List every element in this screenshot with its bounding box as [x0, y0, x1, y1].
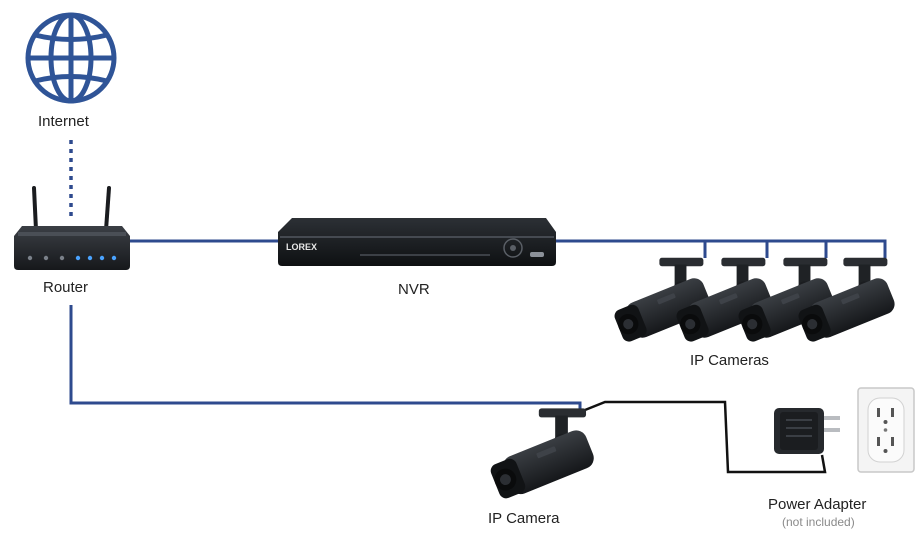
wall-outlet-icon: [857, 387, 915, 473]
connections: [69, 140, 887, 474]
power-adapter-note: (not included): [782, 515, 855, 529]
router-ipcamera-cable: [69, 305, 582, 412]
nvr-brand: LOREX: [286, 242, 317, 252]
bullet-camera-icon: [488, 408, 598, 502]
internet-label: Internet: [38, 113, 89, 130]
ip-cameras-group: [612, 257, 898, 345]
globe-icon: [25, 12, 117, 104]
power-cable: [584, 400, 827, 474]
power-adapter-label: Power Adapter: [768, 496, 867, 513]
router-icon: [14, 186, 130, 270]
power-adapter-icon: [774, 408, 840, 454]
router-label: Router: [43, 279, 89, 296]
nvr-cameras-cable: [556, 239, 887, 258]
ip-camera-label: IP Camera: [488, 510, 560, 527]
ip-cameras-label: IP Cameras: [690, 352, 769, 369]
nvr-icon: LOREX: [278, 218, 556, 266]
nvr-label: NVR: [398, 281, 430, 298]
